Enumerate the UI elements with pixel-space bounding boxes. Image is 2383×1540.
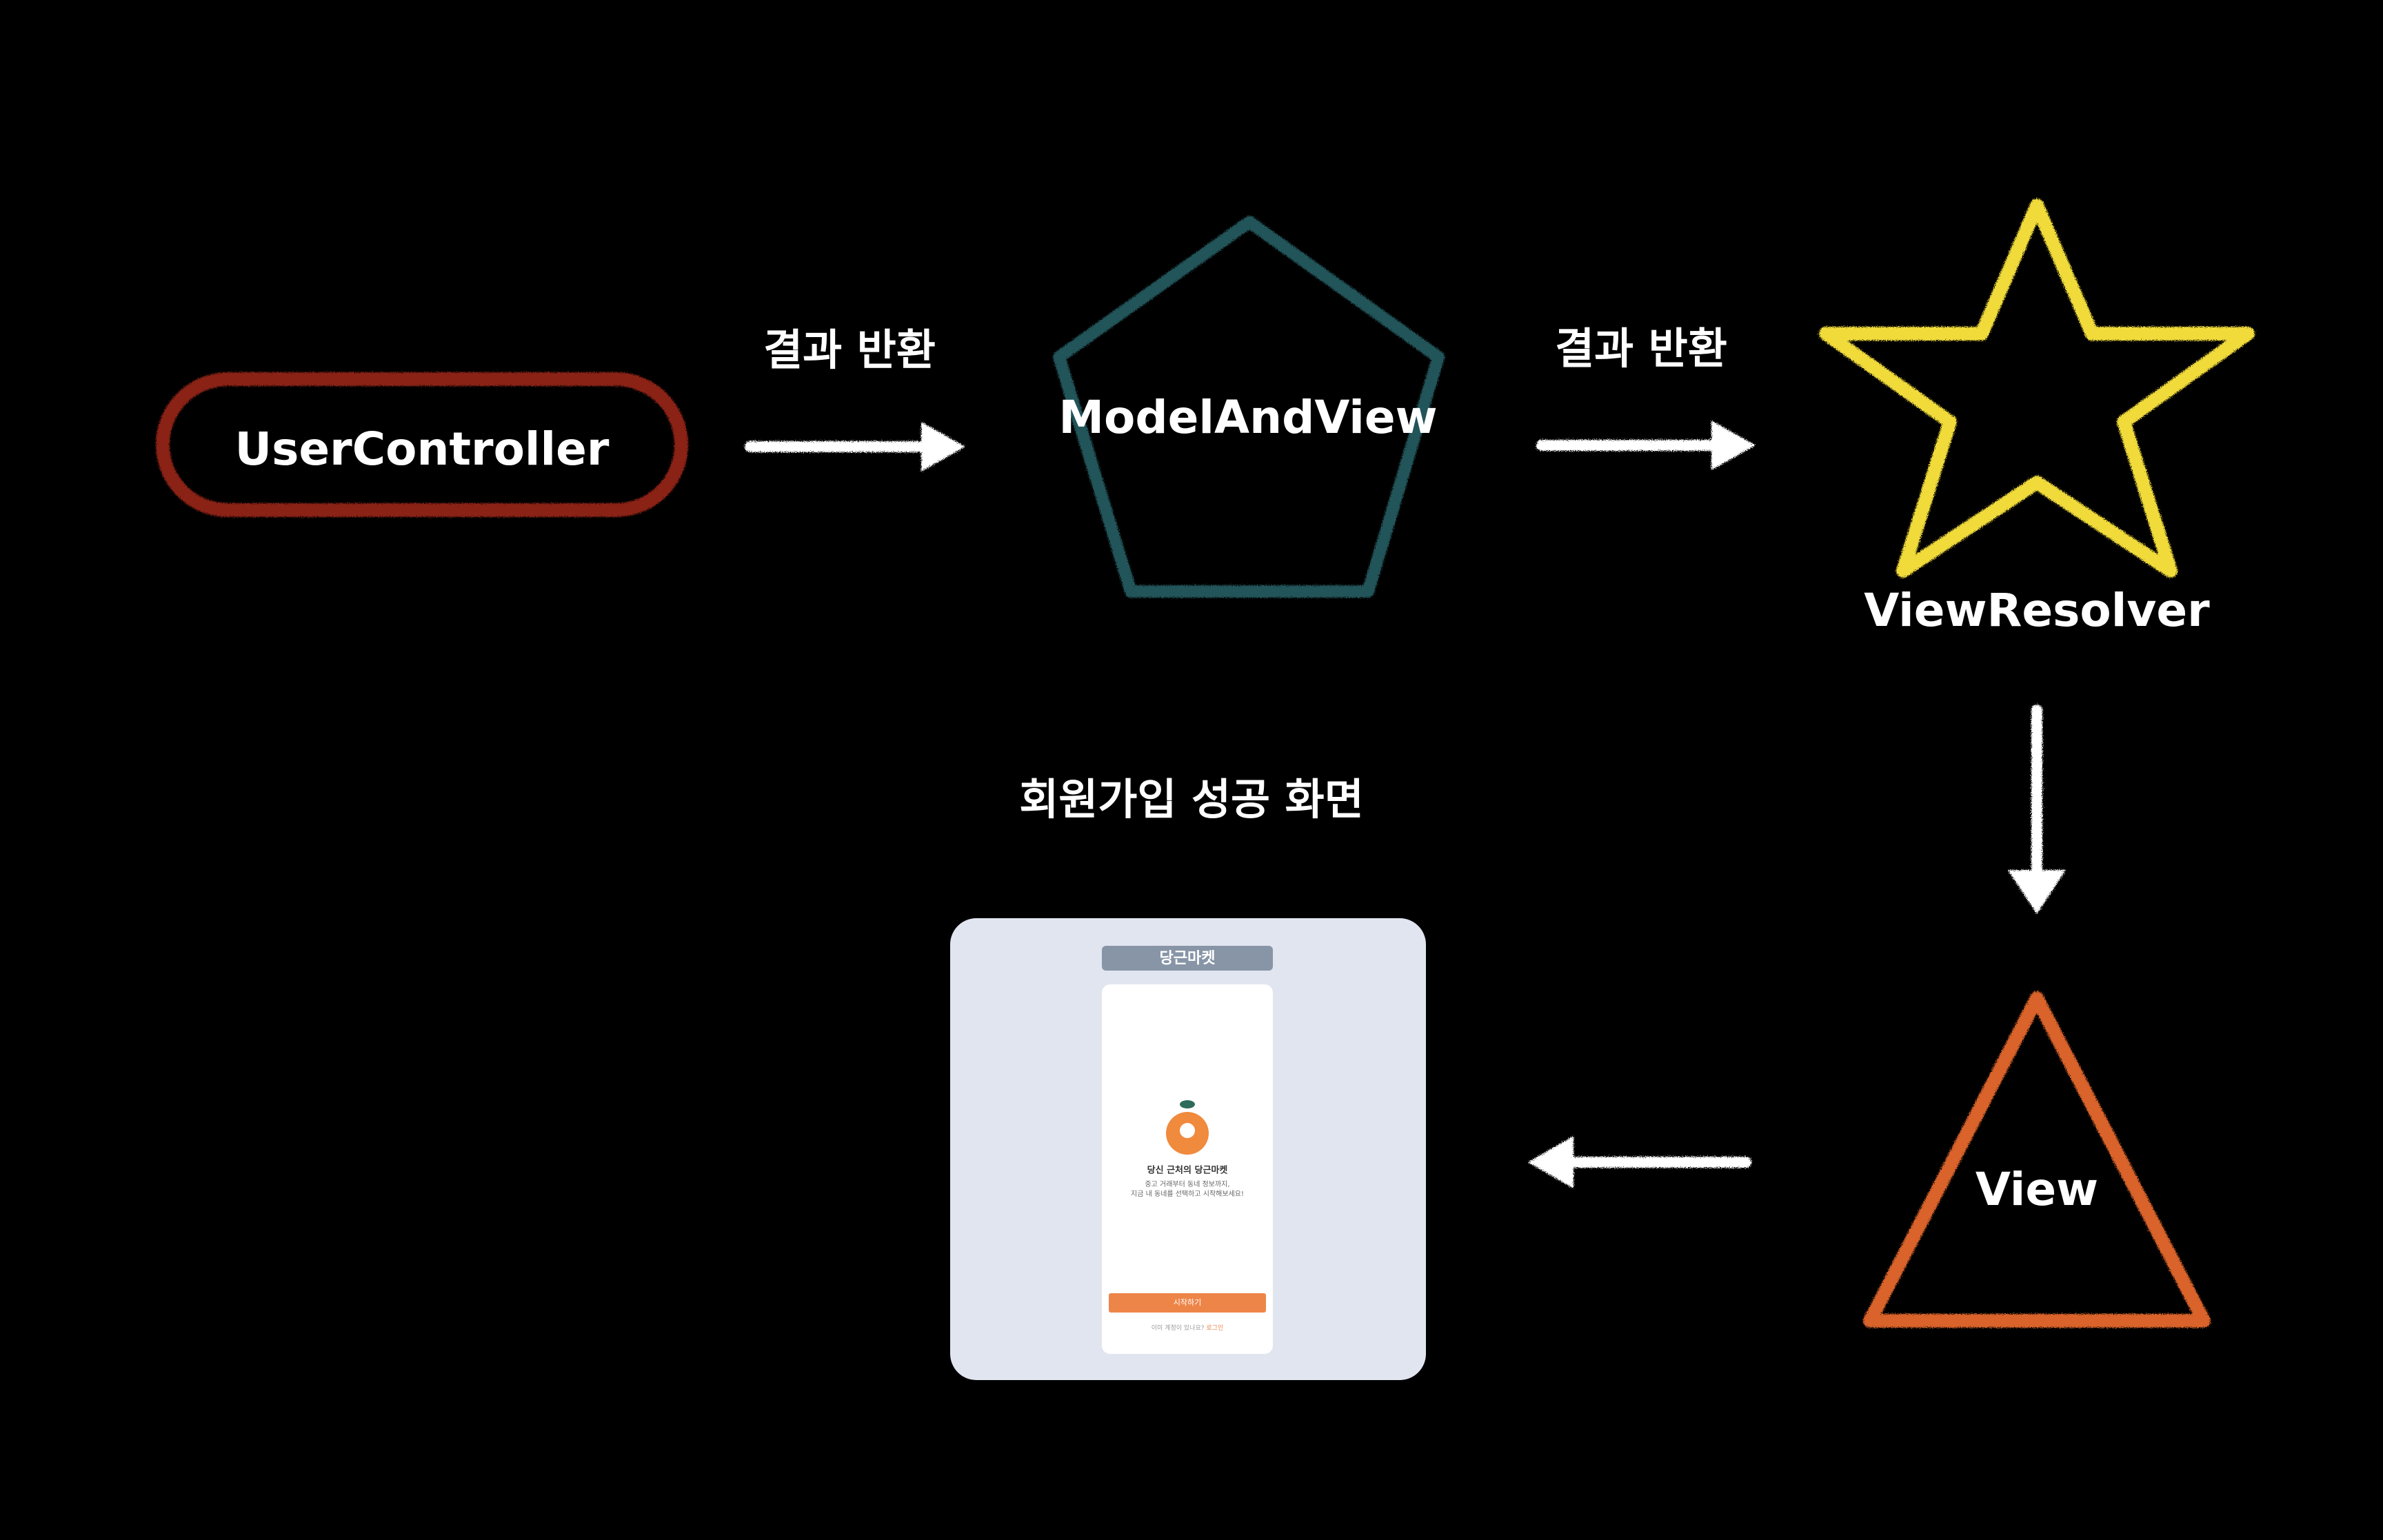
edge-controller-to-modelandview: 결과 반환: [745, 325, 965, 472]
user-controller-label: UserController: [235, 423, 610, 476]
right-arrow-icon: [745, 422, 965, 472]
edge-modelandview-to-viewresolver: 결과 반환: [1536, 323, 1756, 470]
screen-headline: 당신 근처의 당근마켓: [1147, 1165, 1228, 1176]
screen-description-line-2: 지금 내 동네를 선택하고 시작해보세요!: [1131, 1189, 1244, 1198]
login-link[interactable]: 로그인: [1206, 1324, 1223, 1332]
down-arrow-icon: [2008, 705, 2066, 914]
edge-label-2: 결과 반환: [1555, 323, 1727, 374]
left-arrow-icon: [1528, 1136, 1751, 1188]
login-prompt-text: 이미 계정이 있나요?: [1152, 1324, 1205, 1332]
signup-success-screen: 회원가입 성공 화면 당근마켓 당신 근처의 당근마켓 중고 거래부터 동네 정…: [950, 774, 1426, 1380]
model-and-view-label: ModelAndView: [1058, 391, 1437, 444]
right-arrow-icon: [1536, 421, 1756, 470]
model-and-view-node: ModelAndView: [1053, 216, 1445, 598]
view-resolver-node: ViewResolver: [1819, 199, 2255, 637]
view-resolver-label: ViewResolver: [1864, 584, 2210, 637]
view-triangle-shape: [1863, 991, 2211, 1328]
edge-label-1: 결과 반환: [763, 325, 936, 375]
edge-view-to-screen: [1528, 1136, 1751, 1188]
signup-screen-caption: 회원가입 성공 화면: [1019, 774, 1364, 824]
screen-description-line-1: 중고 거래부터 동네 정보까지,: [1145, 1180, 1229, 1188]
view-label: View: [1975, 1163, 2098, 1216]
model-and-view-pentagon-shape: [1053, 216, 1445, 598]
screen-title-bar: [1102, 946, 1273, 971]
user-controller-node: UserController: [156, 372, 688, 517]
carrot-logo-icon: [1166, 1100, 1209, 1155]
user-controller-pill-shape: [156, 372, 688, 517]
view-node: View: [1863, 991, 2211, 1328]
start-button-label: 시작하기: [1174, 1297, 1201, 1307]
view-resolver-star-shape: [1819, 199, 2255, 578]
edge-viewresolver-to-view: [2008, 705, 2066, 914]
phone-frame: [1102, 984, 1273, 1354]
login-prompt: 이미 계정이 있나요? 로그인: [1152, 1324, 1223, 1332]
screen-title: 당근마켓: [1160, 950, 1216, 967]
start-button[interactable]: 시작하기: [1109, 1293, 1266, 1313]
